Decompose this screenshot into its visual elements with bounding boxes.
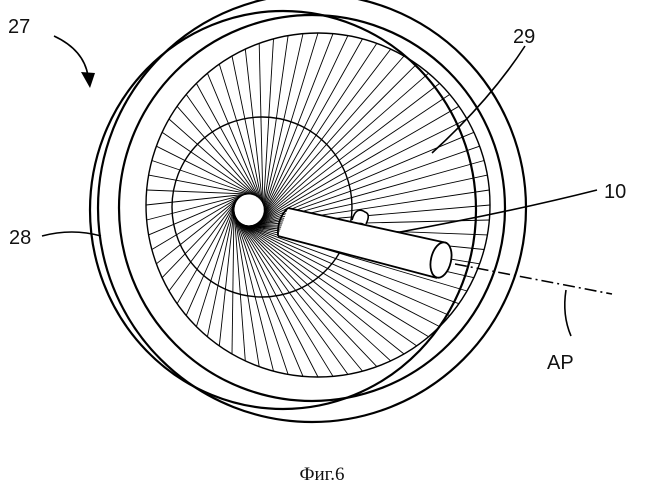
label-ap: AP (547, 352, 574, 374)
mesh-wire (262, 56, 404, 218)
mesh-wire (186, 94, 258, 197)
mesh-wire (264, 39, 363, 214)
tube-group (278, 208, 455, 280)
leader-27-arrow (54, 36, 88, 76)
leader-lines (42, 36, 597, 336)
mesh-wire (264, 39, 274, 206)
mesh-wire (260, 73, 428, 220)
mesh-wire (152, 161, 252, 195)
axis-line-ap (455, 264, 612, 294)
mesh-wire (264, 34, 303, 209)
label-29: 29 (513, 26, 535, 48)
back-rim-circle (98, 0, 526, 422)
label-10: 10 (604, 181, 626, 203)
leader-10 (400, 190, 597, 232)
leader-29 (432, 46, 525, 153)
label-27: 27 (8, 16, 30, 38)
figure-caption: Фиг.6 (299, 464, 344, 485)
leader-ap (565, 290, 571, 336)
mesh-wire (259, 83, 439, 221)
outer-rim (90, 0, 526, 422)
mesh-wire (257, 106, 459, 223)
mesh-wire (263, 43, 377, 215)
inner-frame-circle (119, 15, 505, 401)
leader-27-arrowhead (81, 72, 95, 88)
label-28: 28 (9, 227, 31, 249)
mesh-wire (196, 199, 236, 327)
mesh-spokes (146, 33, 490, 377)
mesh-wire (232, 56, 262, 202)
